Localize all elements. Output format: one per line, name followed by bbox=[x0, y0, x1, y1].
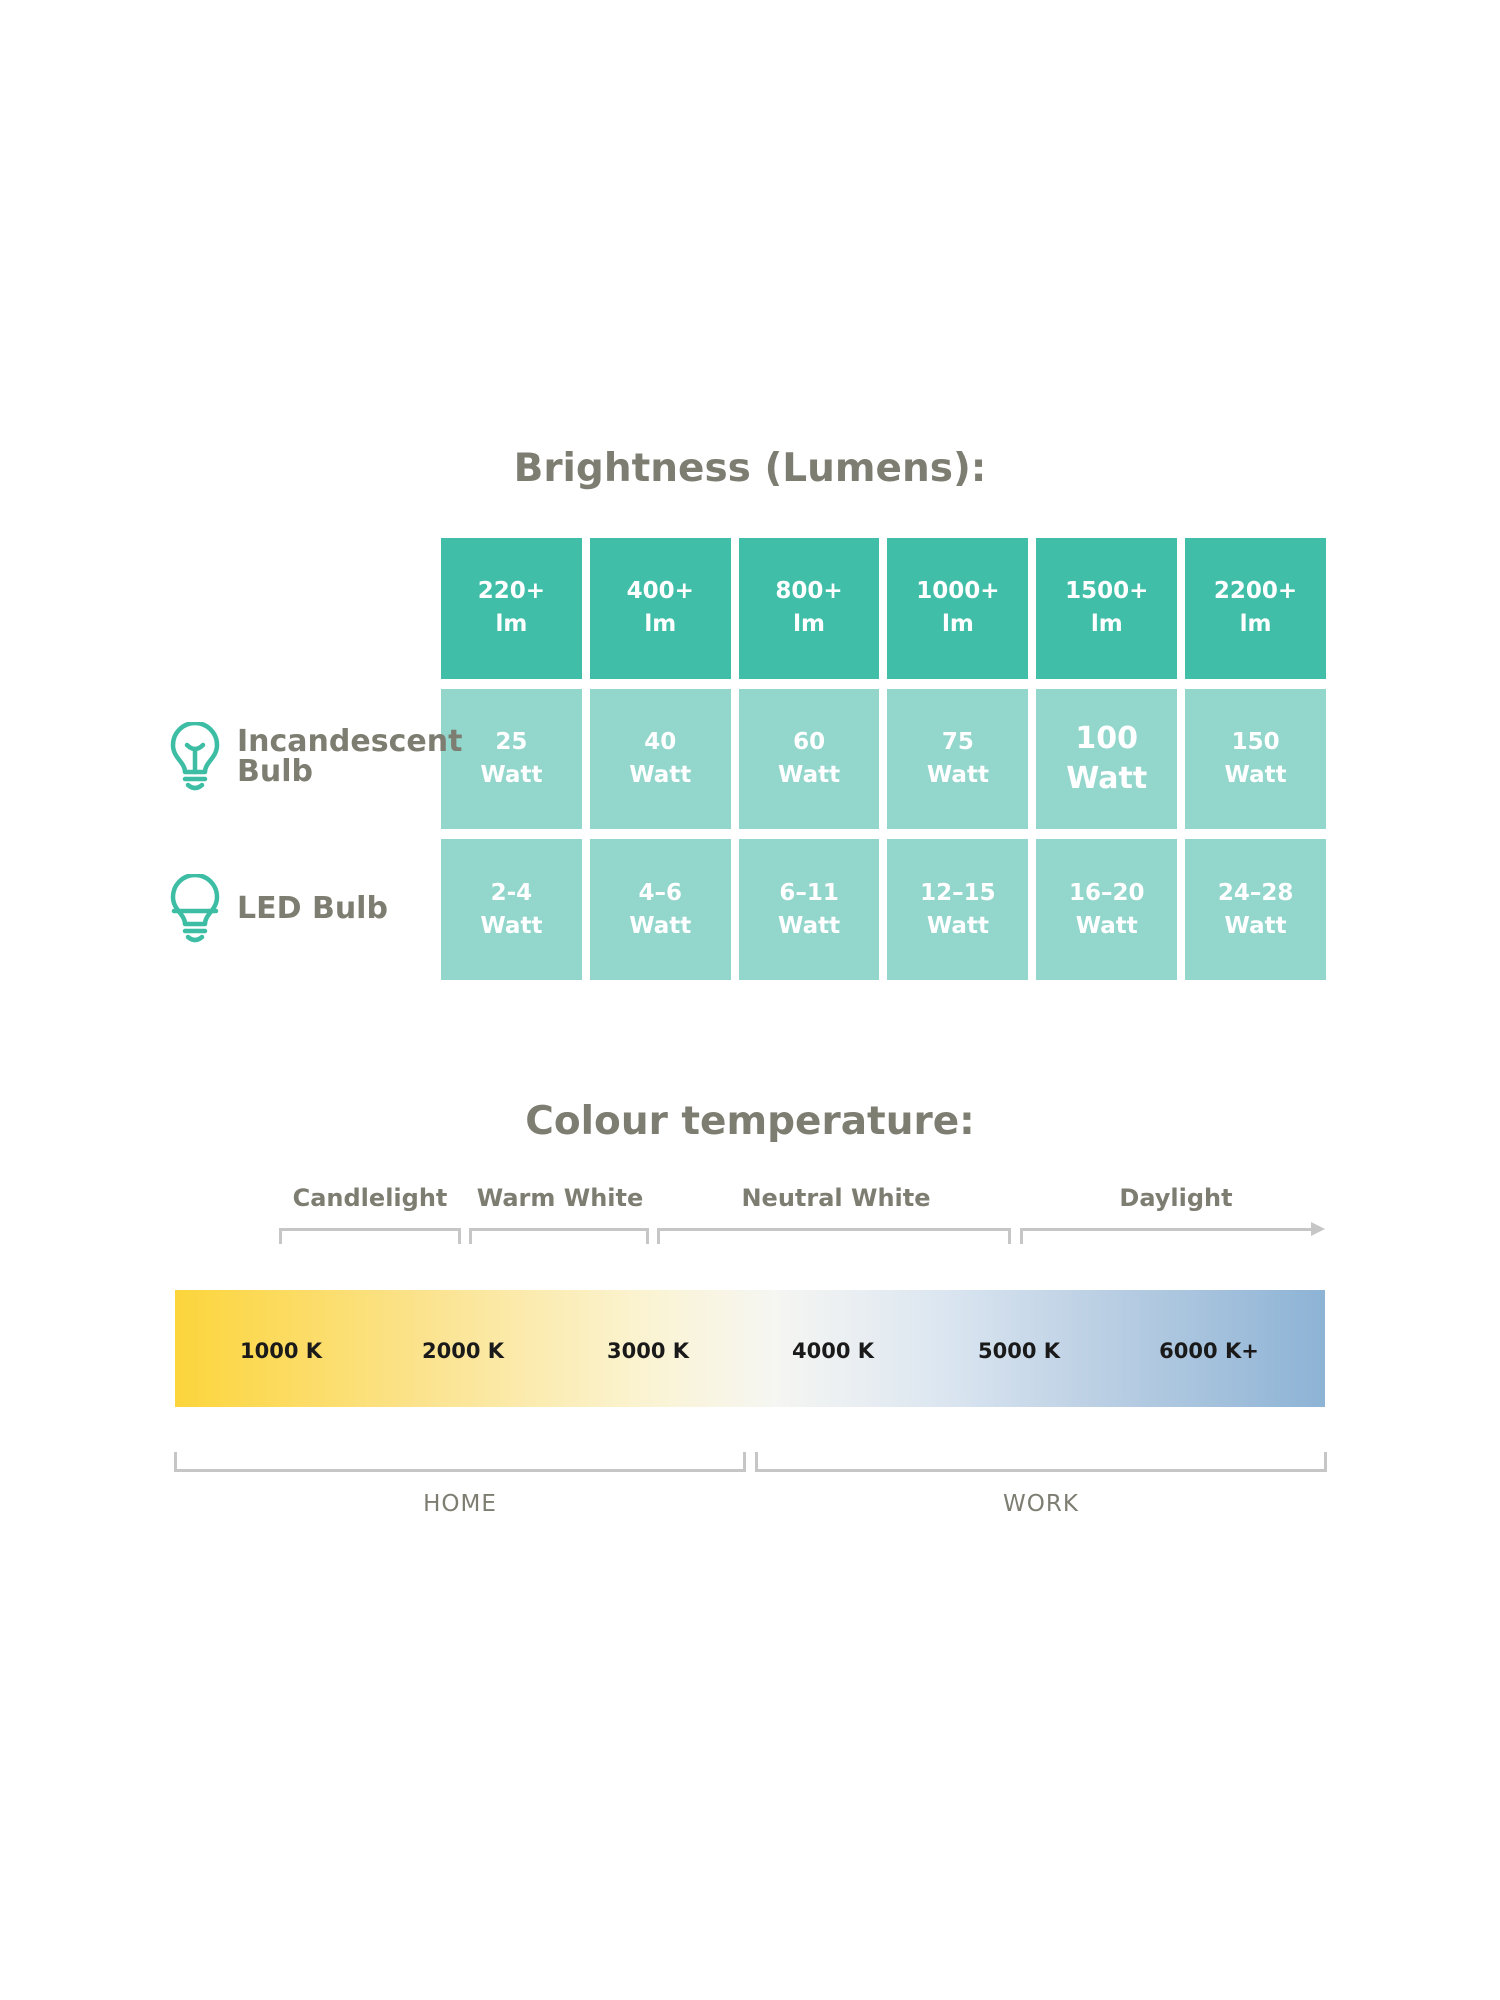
colour-temperature-gradient bbox=[175, 1290, 1325, 1407]
lumen-unit: lm bbox=[1090, 611, 1123, 638]
incandescent-row-label: Incandescent Bulb bbox=[170, 722, 462, 792]
incandescent-label-line1: Incandescent bbox=[237, 724, 463, 759]
incandescent-label-line2: Bulb bbox=[237, 754, 313, 789]
lumen-cell: 220+ lm bbox=[441, 538, 582, 679]
brightness-title: Brightness (Lumens): bbox=[513, 446, 987, 491]
watt-unit: Watt bbox=[1066, 760, 1148, 796]
kelvin-label: 6000 K+ bbox=[1159, 1339, 1259, 1363]
watt-value: 25 bbox=[495, 728, 528, 755]
home-label: HOME bbox=[423, 1491, 497, 1517]
watt-value: 12–15 bbox=[920, 879, 996, 906]
watt-value: 6–11 bbox=[779, 879, 839, 906]
watt-unit: Watt bbox=[629, 761, 692, 788]
work-label: WORK bbox=[1003, 1491, 1079, 1517]
kelvin-label: 2000 K bbox=[421, 1339, 505, 1363]
watt-value: 40 bbox=[644, 728, 677, 755]
lumen-value: 400+ bbox=[626, 578, 694, 605]
lumen-cell: 1000+ lm bbox=[887, 538, 1029, 679]
watt-value: 150 bbox=[1231, 728, 1280, 755]
range-label-candlelight: Candlelight bbox=[292, 1184, 448, 1212]
incandescent-label: Incandescent Bulb bbox=[237, 727, 462, 787]
watt-value: 100 bbox=[1075, 720, 1139, 756]
lumen-unit: lm bbox=[1239, 611, 1272, 638]
warm-white-bracket bbox=[469, 1228, 649, 1244]
lumen-value: 800+ bbox=[775, 578, 843, 605]
daylight-bracket bbox=[1020, 1228, 1320, 1244]
kelvin-label: 4000 K bbox=[791, 1339, 875, 1363]
watt-value: 24–28 bbox=[1217, 879, 1294, 906]
work-bracket bbox=[755, 1452, 1327, 1472]
led-label: LED Bulb bbox=[237, 891, 388, 926]
range-label-daylight: Daylight bbox=[1119, 1184, 1233, 1212]
range-label-warm-white: Warm White bbox=[476, 1184, 644, 1212]
lumen-unit: lm bbox=[941, 611, 974, 638]
watt-value: 4–6 bbox=[638, 879, 682, 906]
watt-value: 60 bbox=[793, 728, 826, 755]
candlelight-bracket bbox=[279, 1228, 461, 1244]
watt-unit: Watt bbox=[926, 761, 989, 788]
watt-value: 75 bbox=[941, 728, 974, 755]
lumen-cell: 800+ lm bbox=[738, 538, 880, 679]
watt-unit: Watt bbox=[1075, 912, 1138, 939]
incandescent-bulb-icon bbox=[170, 722, 220, 791]
lumen-cell: 1500+ lm bbox=[1036, 538, 1178, 679]
lumen-cell: 2200+ lm bbox=[1185, 538, 1326, 679]
watt-unit: Watt bbox=[1224, 761, 1287, 788]
watt-unit: Watt bbox=[778, 761, 841, 788]
kelvin-label: 5000 K bbox=[977, 1339, 1061, 1363]
led-bulb-icon bbox=[170, 874, 220, 943]
kelvin-label: 1000 K bbox=[239, 1339, 323, 1363]
watt-value: 16–20 bbox=[1068, 879, 1145, 906]
lumen-unit: lm bbox=[793, 611, 825, 638]
lumen-unit: lm bbox=[644, 611, 677, 638]
watt-unit: Watt bbox=[629, 912, 692, 939]
range-label-neutral-white: Neutral White bbox=[741, 1184, 931, 1212]
watt-unit: Watt bbox=[480, 761, 543, 788]
daylight-arrow-icon bbox=[1311, 1222, 1325, 1236]
brightness-table: 220+ lm 400+ lm 800+ lm 1000+ lm 1500+ lm 220… bbox=[441, 538, 1326, 980]
lumen-value: 2200+ bbox=[1213, 578, 1298, 605]
lumen-value: 1500+ bbox=[1065, 578, 1149, 605]
watt-unit: Watt bbox=[926, 912, 989, 939]
watt-value: 2-4 bbox=[490, 879, 533, 906]
kelvin-label: 3000 K bbox=[606, 1339, 690, 1363]
neutral-white-bracket bbox=[657, 1228, 1011, 1244]
watt-unit: Watt bbox=[778, 912, 841, 939]
watt-unit: Watt bbox=[1224, 912, 1287, 939]
home-bracket bbox=[174, 1452, 746, 1472]
led-row-label: LED Bulb bbox=[170, 874, 388, 944]
temperature-title: Colour temperature: bbox=[525, 1099, 975, 1144]
lumen-value: 1000+ bbox=[916, 578, 1000, 605]
watt-unit: Watt bbox=[480, 912, 543, 939]
lumen-unit: lm bbox=[495, 611, 528, 638]
lumen-value: 220+ bbox=[477, 578, 546, 605]
lumen-cell: 400+ lm bbox=[589, 538, 731, 679]
